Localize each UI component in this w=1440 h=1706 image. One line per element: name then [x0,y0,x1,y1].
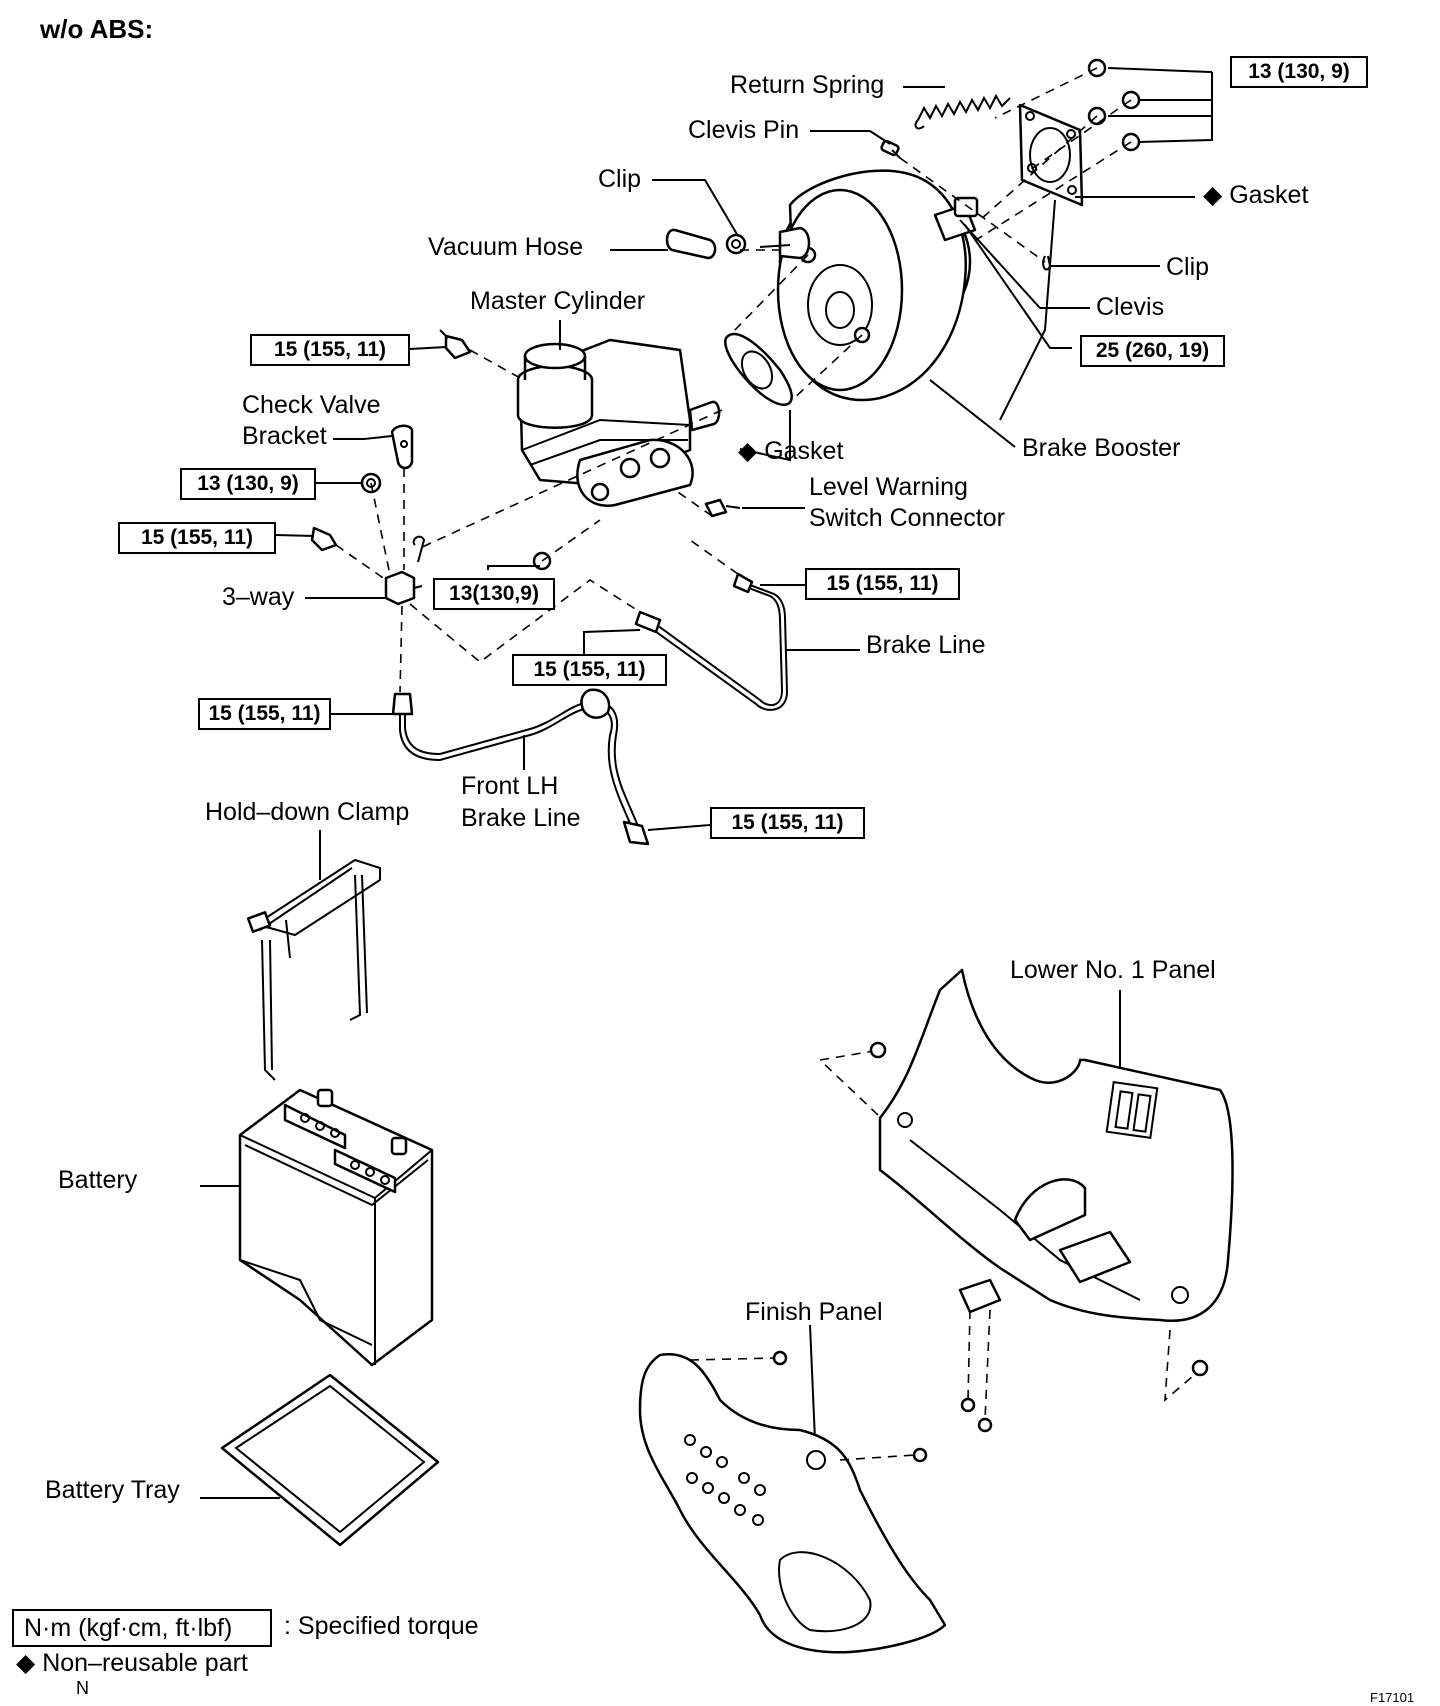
vacuum-hose [665,228,747,260]
front-lh-brake-line [391,688,650,846]
label-gasket-center-text: Gasket [764,437,844,465]
label-check-valve-2: Bracket [242,422,327,450]
label-front-lh-1: Front LH [461,772,559,800]
master-cylinder [516,338,721,508]
label-level-warning-2: Switch Connector [809,504,1005,532]
label-gasket-center: ◆ Gasket [738,436,843,467]
label-clip-right: Clip [1166,253,1210,281]
legend-torque-box: N·m (kgf·cm, ft·lbf) [12,1609,272,1647]
battery [238,1088,434,1367]
brake-booster [759,169,979,402]
booster-nuts [1087,58,1141,152]
assembly-lines [335,67,1132,693]
label-master-cylinder: Master Cylinder [470,287,646,315]
torque-brake-line-mid: 15 (155, 11) [512,654,667,686]
label-finish-panel: Finish Panel [745,1298,883,1326]
torque-three-way-out: 15 (155, 11) [198,698,331,730]
label-three-way: 3–way [222,583,295,611]
label-battery-tray: Battery Tray [45,1476,180,1504]
brake-line-right [634,572,789,711]
legend-mark-n: N [76,1678,89,1698]
label-return-spring: Return Spring [730,71,885,99]
figure-code: F17101 [1370,1690,1415,1705]
page-heading: w/o ABS: [40,14,154,44]
torque-booster-nuts: 13 (130, 9) [1230,56,1368,88]
diamond-icon: ◆ [738,437,758,465]
label-clip-upper: Clip [598,165,642,193]
label-lower-no1-panel: Lower No. 1 Panel [1010,956,1216,984]
torque-clevis-nut: 25 (260, 19) [1080,335,1225,367]
label-front-lh-2: Brake Line [461,804,581,832]
diamond-icon: ◆ [1203,181,1223,209]
label-clevis-pin: Clevis Pin [688,116,800,144]
torque-mc-upper: 15 (155, 11) [250,334,410,366]
diamond-icon: ◆ [16,1649,36,1677]
leader-lines [200,67,1213,1499]
label-check-valve-1: Check Valve [242,391,381,419]
legend-nonreusable-text: Non–reusable part [42,1649,248,1677]
label-clevis: Clevis [1096,293,1165,321]
battery-tray [220,1373,440,1547]
torque-brake-line-right: 15 (155, 11) [805,568,960,600]
return-spring [914,93,1011,130]
label-level-warning-1: Level Warning [809,473,968,501]
label-brake-line: Brake Line [866,631,986,659]
torque-mc-nut: 13(130,9) [433,578,555,610]
legend-torque-text: : Specified torque [284,1612,479,1640]
legend-nonreusable: ◆ Non–reusable part [16,1646,248,1680]
label-battery: Battery [58,1166,138,1194]
check-valve-bracket [390,424,414,470]
finish-panel [638,1350,947,1654]
label-gasket-right: ◆ Gasket [1203,180,1308,211]
label-hold-down-clamp: Hold–down Clamp [205,798,410,826]
torque-front-lh: 15 (155, 11) [710,807,865,839]
three-way-inlet-bolt [310,526,338,552]
three-way-union [384,535,426,606]
hold-down-clamp [246,858,381,1081]
lower-no1-panel [818,968,1234,1433]
label-brake-booster: Brake Booster [1022,434,1181,462]
label-vacuum-hose: Vacuum Hose [428,233,584,261]
level-warning-connector [704,498,741,518]
label-gasket-right-text: Gasket [1229,181,1309,209]
mc-union-bolt-upper [439,329,472,360]
torque-bracket-nut: 13 (130, 9) [180,468,316,500]
gasket-center [724,332,793,406]
clevis-pin [880,139,901,159]
torque-three-way-in: 15 (155, 11) [118,522,276,554]
